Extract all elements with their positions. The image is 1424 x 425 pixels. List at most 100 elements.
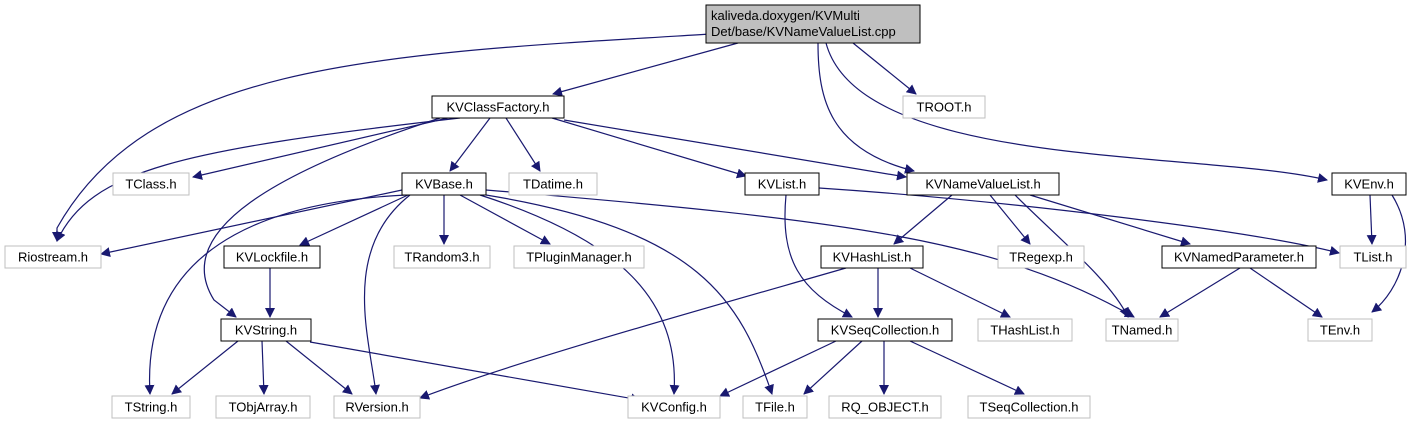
node-box (627, 395, 721, 419)
node-box (997, 245, 1085, 269)
node-tobjarray: TObjArray.h (215, 395, 311, 419)
node-label: KVBase.h (415, 177, 473, 192)
node-label: KVLockfile.h (236, 250, 308, 265)
edge-kvenv-to-tlist (1366, 194, 1377, 245)
node-root[interactable]: kaliveda.doxygen/KVMultiDet/base/KVNameV… (705, 4, 921, 44)
edge-kvseqcollection-to-tseqcollection (909, 340, 1025, 395)
edge-kvnamevaluelist-to-tregexp (989, 194, 1031, 245)
node-box (828, 395, 942, 419)
edge-kvbase-to-kvlockfile (299, 194, 409, 246)
node-kvnamedparameter[interactable]: KVNamedParameter.h (1161, 245, 1317, 269)
node-tseqcollection: TSeqCollection.h (967, 395, 1091, 419)
node-thashlist: THashList.h (977, 318, 1073, 342)
dependency-edges (52, 33, 1407, 404)
node-label: RVersion.h (345, 400, 408, 415)
edge-kvlist-to-tlist (818, 187, 1340, 256)
node-kvstring[interactable]: KVString.h (220, 318, 312, 342)
node-label: TFile.h (755, 400, 795, 415)
node-kvnamevaluelist[interactable]: KVNameValueList.h (906, 172, 1060, 196)
node-box (513, 245, 645, 269)
edge-kvclassfactory-to-riostream (56, 117, 461, 242)
node-label: KVClassFactory.h (446, 100, 549, 115)
node-kvhashlist[interactable]: KVHashList.h (820, 245, 924, 269)
node-box (906, 172, 1060, 196)
node-label: TObjArray.h (229, 400, 298, 415)
node-label: TString.h (125, 400, 178, 415)
node-box (431, 95, 565, 119)
node-label: Riostream.h (18, 250, 88, 265)
node-rq-object: RQ_OBJECT.h (828, 395, 942, 419)
edge-root-to-kvenv (825, 42, 1328, 183)
edge-kvclassfactory-to-kvbase (449, 117, 491, 172)
node-kvenv[interactable]: KVEnv.h (1331, 172, 1407, 196)
edge-kvnamedparameter-to-tenv (1249, 267, 1323, 318)
node-label: KVSeqCollection.h (831, 323, 939, 338)
node-label: THashList.h (990, 323, 1059, 338)
node-label: KVEnv.h (1344, 177, 1394, 192)
node-kvconfig: KVConfig.h (627, 395, 721, 419)
node-label: KVHashList.h (833, 250, 912, 265)
node-box (977, 318, 1073, 342)
node-box (223, 245, 321, 269)
root-label-line-2: Det/base/KVNameValueList.cpp (711, 24, 896, 39)
edge-kvnamedparameter-to-tnamed (1159, 267, 1241, 318)
node-kvlist[interactable]: KVList.h (744, 172, 820, 196)
edge-kvstring-to-tobjarray (258, 340, 269, 395)
node-box (111, 395, 191, 419)
node-rversion: RVersion.h (333, 395, 421, 419)
edge-kvseqcollection-to-tfile (803, 340, 863, 395)
node-troot: TROOT.h (902, 95, 986, 119)
node-box (1339, 245, 1407, 269)
edge-kvnamevaluelist-to-kvhashlist (893, 194, 953, 245)
edge-kvclassfactory-to-kvstring (203, 117, 441, 318)
node-box (220, 318, 312, 342)
node-box (1161, 245, 1317, 269)
node-label: KVNameValueList.h (925, 177, 1040, 192)
node-label: TNamed.h (1112, 323, 1173, 338)
edge-kvstring-to-tstring (171, 340, 239, 395)
node-box (508, 172, 598, 196)
node-tstring: TString.h (111, 395, 191, 419)
node-box (1331, 172, 1407, 196)
node-riostream: Riostream.h (4, 245, 102, 269)
file-nodes: kaliveda.doxygen/KVMultiDet/base/KVNameV… (4, 4, 1407, 419)
edge-root-to-troot (852, 42, 917, 95)
node-box (215, 395, 311, 419)
node-tregexp: TRegexp.h (997, 245, 1085, 269)
edge-kvhashlist-to-rversion (419, 267, 847, 400)
edge-kvclassfactory-to-tdatime (505, 117, 541, 172)
node-kvlockfile[interactable]: KVLockfile.h (223, 245, 321, 269)
node-tenv: TEnv.h (1307, 318, 1373, 342)
edge-kvbase-to-tfile (485, 194, 774, 395)
node-label: TClass.h (125, 177, 176, 192)
node-trandom3: TRandom3.h (393, 245, 491, 269)
node-tpluginmanager: TPluginManager.h (513, 245, 645, 269)
edge-kvlist-to-kvseqcollection (784, 194, 853, 318)
edge-kvstring-to-kvconfig (309, 341, 641, 404)
node-label: TList.h (1353, 250, 1392, 265)
node-tlist: TList.h (1339, 245, 1407, 269)
node-box (744, 172, 820, 196)
node-label: KVConfig.h (641, 400, 707, 415)
node-label: KVString.h (235, 323, 297, 338)
node-kvclassfactory[interactable]: KVClassFactory.h (431, 95, 565, 119)
node-box (967, 395, 1091, 419)
node-label: TPluginManager.h (526, 250, 632, 265)
node-box (817, 318, 953, 342)
node-tdatime: TDatime.h (508, 172, 598, 196)
node-box (1307, 318, 1373, 342)
edge-root-to-kvnamevaluelist (817, 42, 915, 174)
node-tnamed: TNamed.h (1105, 318, 1179, 342)
node-kvseqcollection[interactable]: KVSeqCollection.h (817, 318, 953, 342)
node-label: TRandom3.h (404, 250, 479, 265)
edge-kvstring-to-rversion (285, 340, 353, 395)
edge-kvclassfactory-to-tclass (192, 117, 449, 180)
node-label: RQ_OBJECT.h (841, 400, 928, 415)
node-box (902, 95, 986, 119)
node-label: TEnv.h (1320, 323, 1360, 338)
node-label: KVList.h (758, 177, 806, 192)
node-kvbase[interactable]: KVBase.h (401, 172, 487, 196)
node-box (1105, 318, 1179, 342)
edge-kvhashlist-to-thashlist (909, 267, 1011, 318)
